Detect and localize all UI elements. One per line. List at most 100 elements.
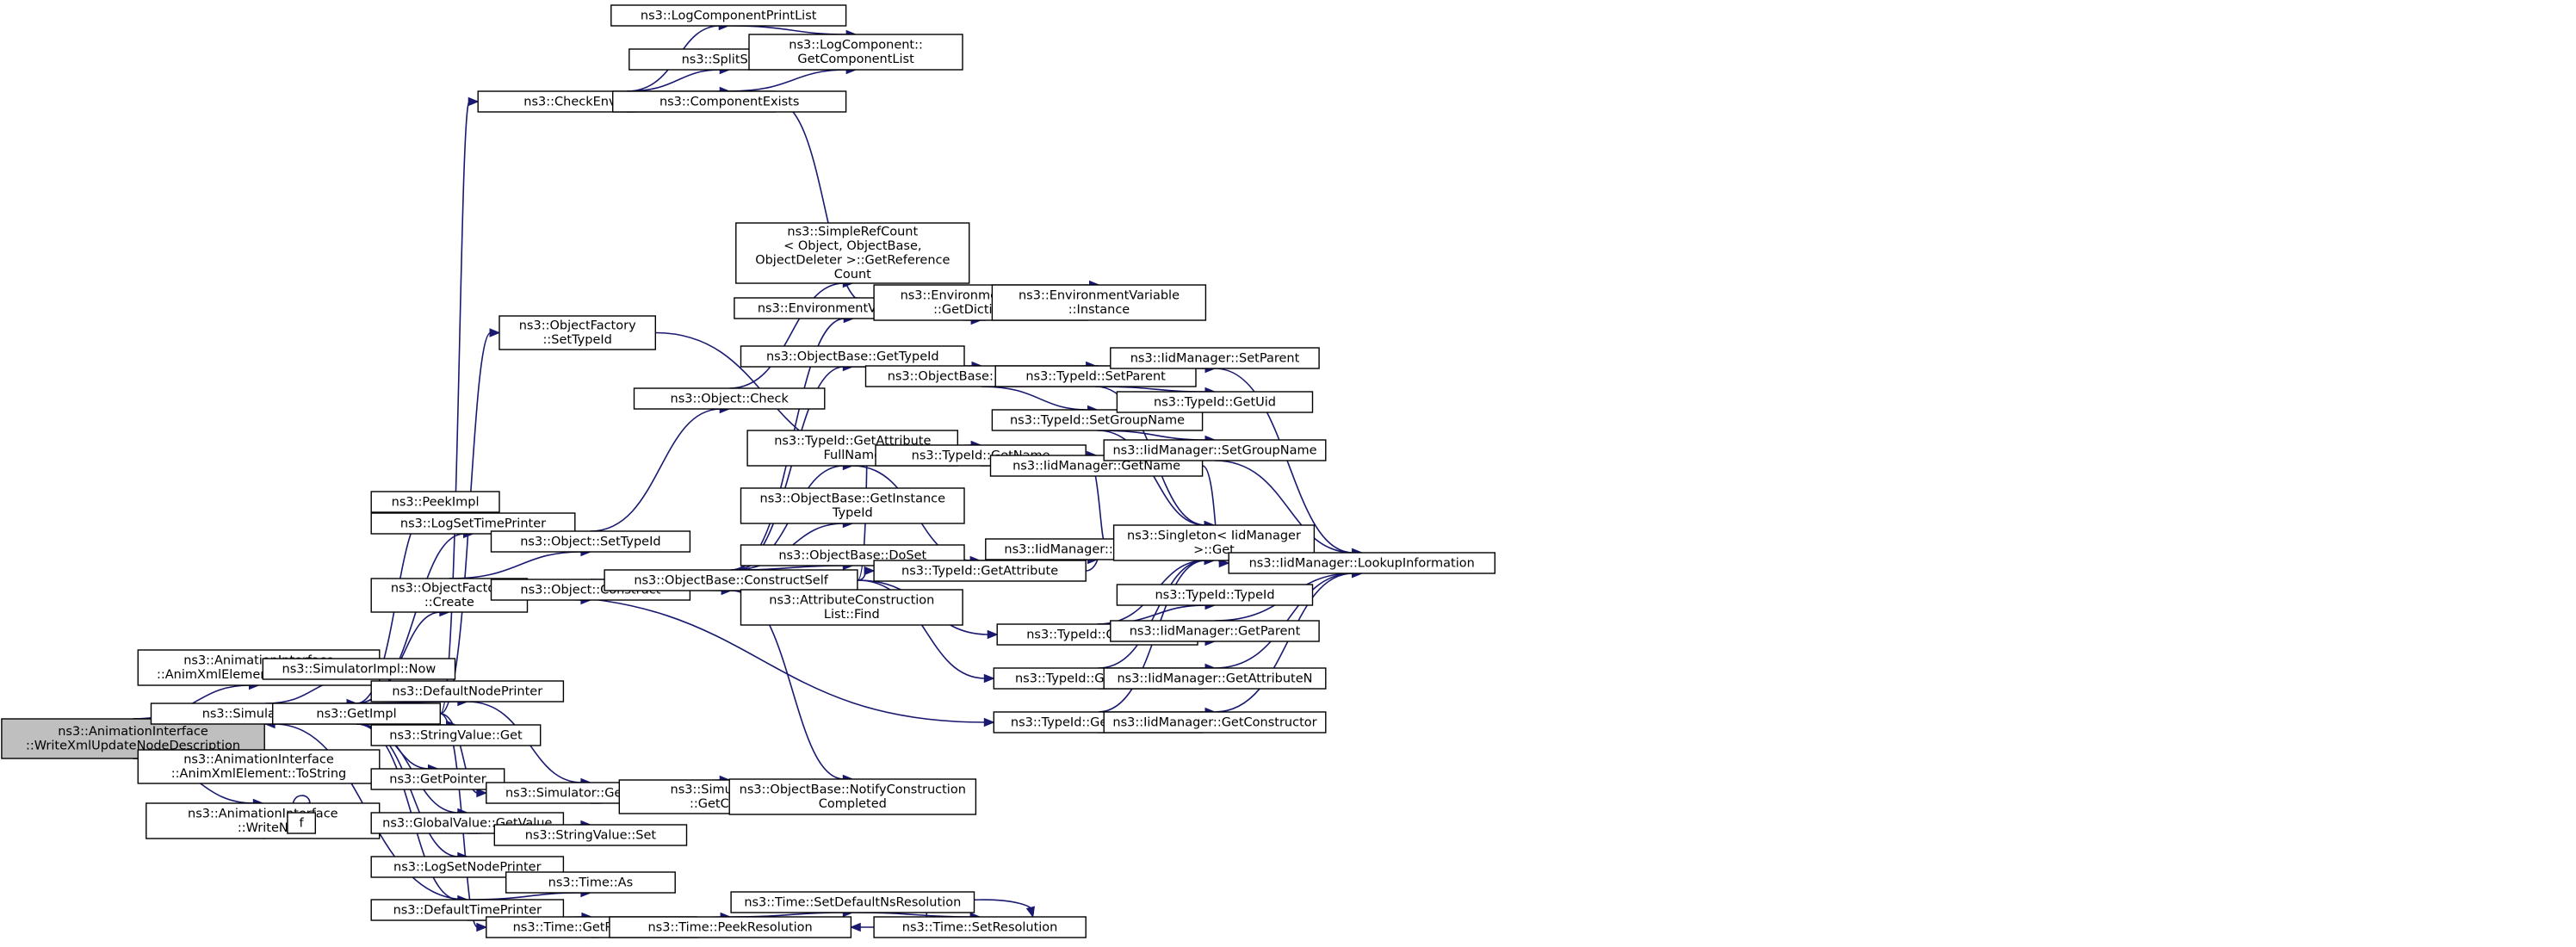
node-label: ns3::GetImpl — [316, 707, 396, 721]
graph-node-tidGetAttribute[interactable]: ns3::TypeId::GetAttribute — [873, 560, 1087, 582]
edge-arrowhead — [1025, 906, 1036, 919]
graph-node-tidSetGroupName[interactable]: ns3::TypeId::SetGroupName — [991, 409, 1204, 431]
node-box — [728, 778, 977, 815]
node-box — [604, 569, 858, 591]
graph-node-objSetTypeId[interactable]: ns3::Object::SetTypeId — [490, 530, 691, 553]
graph-node-compExists[interactable]: ns3::ComponentExists — [612, 90, 847, 113]
node-label: Count — [834, 268, 871, 282]
graph-node-timeAs[interactable]: ns3::Time::As — [505, 871, 676, 894]
graph-node-peekImpl[interactable]: ns3::PeekImpl — [370, 491, 500, 513]
graph-edge — [857, 566, 876, 581]
graph-edge — [439, 96, 480, 715]
edge-line — [729, 282, 845, 389]
edge-arrowhead — [1218, 558, 1230, 568]
node-box — [1116, 391, 1314, 413]
node-label: ::Create — [424, 596, 474, 610]
graph-node-defNodePrinter[interactable]: ns3::DefaultNodePrinter — [370, 680, 565, 703]
graph-node-timeSetDefNs[interactable]: ns3::Time::SetDefaultNsResolution — [730, 891, 975, 913]
node-box — [498, 315, 657, 350]
node-label: List::Find — [824, 608, 880, 622]
graph-node-timePeekRes[interactable]: ns3::Time::PeekResolution — [609, 916, 852, 938]
graph-node-tidTypeId[interactable]: ns3::TypeId::TypeId — [1116, 584, 1314, 606]
graph-node-f[interactable]: f — [287, 812, 316, 834]
graph-node-toString[interactable]: ns3::AnimationInterface::AnimXmlElement:… — [137, 749, 381, 784]
node-label: ns3::IidManager::LookupInformation — [1249, 556, 1475, 570]
graph-node-iidGetConstructor[interactable]: ns3::IidManager::GetConstructor — [1103, 711, 1327, 733]
node-box — [490, 530, 691, 553]
graph-node-obGetTypeId[interactable]: ns3::ObjectBase::GetTypeId — [740, 345, 965, 368]
node-box — [370, 768, 505, 790]
graph-node-envVarInstance[interactable]: ns3::EnvironmentVariable::Instance — [991, 284, 1207, 321]
node-label: ns3::SimpleRefCount — [787, 226, 918, 239]
edge-arrowhead — [987, 629, 999, 640]
edge-line — [439, 101, 470, 715]
node-box — [493, 824, 688, 846]
graph-node-logCompGetList[interactable]: ns3::LogComponent::GetComponentList — [748, 34, 963, 71]
graph-node-objCheck[interactable]: ns3::Object::Check — [633, 387, 826, 410]
graph-node-timeSetRes[interactable]: ns3::Time::SetResolution — [873, 916, 1087, 938]
node-box — [146, 802, 381, 839]
node-label: Completed — [819, 797, 887, 811]
node-label: ns3::TypeId::SetGroupName — [1010, 413, 1185, 427]
node-label: ObjectDeleter >::GetReference — [755, 254, 950, 268]
node-label: ns3::SimulatorImpl::Now — [282, 662, 437, 676]
edge-arrowhead — [468, 96, 480, 107]
node-label: ns3::StringValue::Get — [389, 728, 523, 742]
graph-edge — [849, 922, 875, 932]
edge-line — [527, 594, 986, 723]
graph-node-logSetTime[interactable]: ns3::LogSetTimePrinter — [370, 512, 576, 535]
graph-node-obNotify[interactable]: ns3::ObjectBase::NotifyConstructionCompl… — [728, 778, 977, 815]
node-label: ns3::ComponentExists — [659, 95, 800, 108]
node-box — [740, 487, 965, 524]
edge-line — [1097, 430, 1207, 441]
node-label: f — [300, 816, 305, 830]
graph-node-writeN[interactable]: ns3::AnimationInterface::WriteN — [146, 802, 381, 839]
graph-node-tidSetParent[interactable]: ns3::TypeId::SetParent — [994, 365, 1197, 387]
edge-line — [981, 386, 1089, 411]
node-label: ns3::IidManager::GetConstructor — [1112, 715, 1316, 729]
node-box — [370, 680, 565, 703]
graph-node-ofSetTypeId[interactable]: ns3::ObjectFactory::SetTypeId — [498, 315, 657, 350]
node-label: ns3::LogSetNodePrinter — [393, 860, 542, 874]
edge-line — [729, 69, 848, 92]
node-label: ns3::Time::PeekResolution — [647, 920, 812, 934]
node-box — [1103, 667, 1327, 690]
node-box — [505, 871, 676, 894]
node-box — [994, 365, 1197, 387]
graph-node-iidSetGroupName[interactable]: ns3::IidManager::SetGroupName — [1103, 439, 1327, 461]
edge-arrowhead — [864, 566, 876, 576]
edge-line — [626, 69, 721, 92]
node-box — [612, 90, 847, 113]
graph-node-root[interactable]: ns3::AnimationInterface::WriteXmlUpdateN… — [1, 718, 265, 759]
graph-node-iidGetAttributeN[interactable]: ns3::IidManager::GetAttributeN — [1103, 667, 1327, 690]
node-label: TypeId — [832, 506, 873, 520]
node-label: ns3::TypeId::GetUid — [1154, 395, 1276, 409]
graph-node-getImpl[interactable]: ns3::GetImpl — [272, 703, 442, 725]
edge-line — [730, 912, 845, 918]
graph-node-logCompPrint[interactable]: ns3::LogComponentPrintList — [610, 4, 847, 27]
node-label: ns3::ObjectBase::GetInstance — [760, 492, 946, 506]
graph-node-simpleRefCount[interactable]: ns3::SimpleRefCount< Object, ObjectBase,… — [735, 222, 970, 284]
graph-node-strValSet[interactable]: ns3::StringValue::Set — [493, 824, 688, 846]
node-label: ns3::EnvironmentVariable — [1019, 289, 1180, 303]
node-label: ns3::ObjectBase::ConstructSelf — [634, 573, 828, 587]
graph-node-getPointer[interactable]: ns3::GetPointer — [370, 768, 505, 790]
node-box — [633, 387, 826, 410]
graph-node-iidGetParent[interactable]: ns3::IidManager::GetParent — [1110, 620, 1320, 642]
edge-line — [857, 579, 986, 679]
graph-node-strValGet[interactable]: ns3::StringValue::Get — [370, 724, 542, 746]
node-box — [287, 812, 316, 834]
edge-line — [467, 892, 582, 901]
graph-edge — [857, 579, 995, 684]
edge-arrowhead — [983, 673, 995, 684]
graph-node-iidLookup[interactable]: ns3::IidManager::LookupInformation — [1228, 552, 1495, 574]
graph-node-iidGetName[interactable]: ns3::IidManager::GetName — [989, 455, 1204, 477]
graph-node-simImplNow[interactable]: ns3::SimulatorImpl::Now — [262, 658, 456, 680]
graph-node-iidSetParent[interactable]: ns3::IidManager::SetParent — [1110, 347, 1320, 369]
node-label: ns3::ObjectFactory — [391, 582, 508, 596]
graph-node-tidGetUid[interactable]: ns3::TypeId::GetUid — [1116, 391, 1314, 413]
graph-node-obConstructSelf[interactable]: ns3::ObjectBase::ConstructSelf — [604, 569, 858, 591]
